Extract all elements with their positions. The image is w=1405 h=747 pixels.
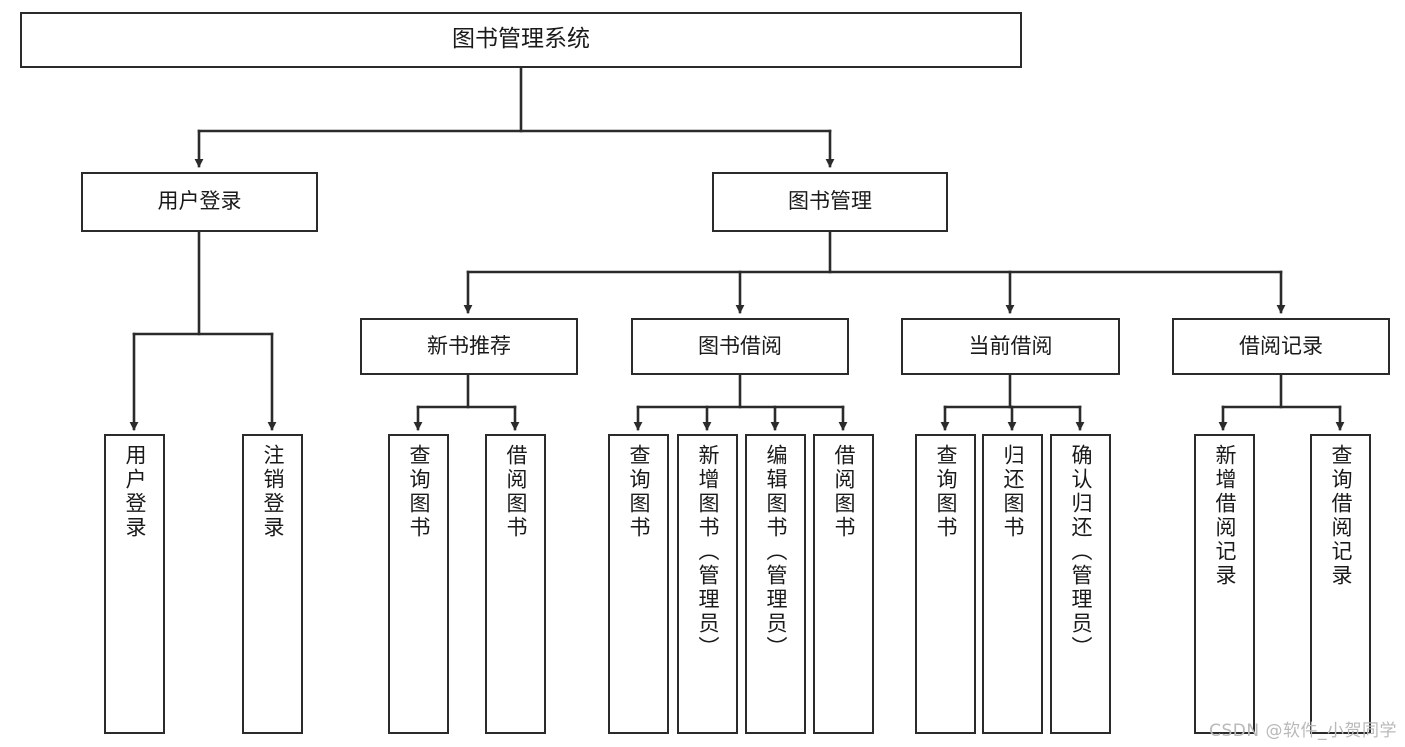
node-label: 查询图书	[934, 444, 958, 540]
node-label: 图书管理	[788, 189, 872, 214]
node-current-borrow[interactable]: 当前借阅	[901, 318, 1120, 375]
leaf-borrow-records-add-record[interactable]: 新增借阅记录	[1194, 434, 1255, 734]
node-label: 当前借阅	[968, 333, 1053, 358]
leaf-current-borrow-query-book[interactable]: 查询图书	[915, 434, 976, 734]
node-label: 查询图书	[627, 444, 651, 540]
node-label: 借阅图书	[504, 444, 528, 540]
leaf-book-borrow-query-book[interactable]: 查询图书	[608, 434, 669, 734]
leaf-user-login-login[interactable]: 用户登录	[104, 434, 165, 734]
node-book-management[interactable]: 图书管理	[712, 172, 948, 232]
node-label: 归还图书	[1001, 444, 1025, 540]
leaf-user-login-logout[interactable]: 注销登录	[242, 434, 303, 734]
node-label: 注销登录	[261, 444, 285, 540]
leaf-book-borrow-add-book-admin[interactable]: 新增图书（管理员）	[677, 434, 738, 734]
node-label: 图书管理系统	[452, 26, 590, 53]
node-label: 用户登录	[157, 189, 242, 214]
watermark-text: CSDN @软件_小贺同学	[1209, 721, 1397, 741]
node-new-book-recommend[interactable]: 新书推荐	[360, 318, 578, 375]
leaf-new-book-query-book[interactable]: 查询图书	[388, 434, 449, 734]
node-label: 新增借阅记录	[1213, 444, 1237, 588]
node-label: 新书推荐	[427, 333, 511, 358]
node-label: 用户登录	[123, 444, 147, 540]
leaf-book-borrow-edit-book-admin[interactable]: 编辑图书（管理员）	[745, 434, 806, 734]
node-label: 编辑图书（管理员）	[764, 444, 788, 660]
leaf-current-borrow-confirm-return-admin[interactable]: 确认归还（管理员）	[1050, 434, 1111, 734]
node-label: 查询图书	[407, 444, 431, 540]
leaf-new-book-borrow-book[interactable]: 借阅图书	[485, 434, 546, 734]
node-borrow-records[interactable]: 借阅记录	[1172, 318, 1390, 375]
node-label: 借阅图书	[832, 444, 856, 540]
node-root-book-management-system[interactable]: 图书管理系统	[20, 12, 1022, 68]
node-label: 借阅记录	[1239, 333, 1323, 358]
node-label: 新增图书（管理员）	[696, 444, 720, 660]
node-label: 图书借阅	[698, 333, 782, 358]
leaf-book-borrow-borrow-book[interactable]: 借阅图书	[813, 434, 874, 734]
leaf-current-borrow-return-book[interactable]: 归还图书	[982, 434, 1043, 734]
node-label: 查询借阅记录	[1329, 444, 1353, 588]
node-label: 确认归还（管理员）	[1069, 444, 1093, 660]
node-book-borrow[interactable]: 图书借阅	[631, 318, 849, 375]
node-user-login[interactable]: 用户登录	[81, 172, 318, 232]
leaf-borrow-records-query-record[interactable]: 查询借阅记录	[1310, 434, 1371, 734]
